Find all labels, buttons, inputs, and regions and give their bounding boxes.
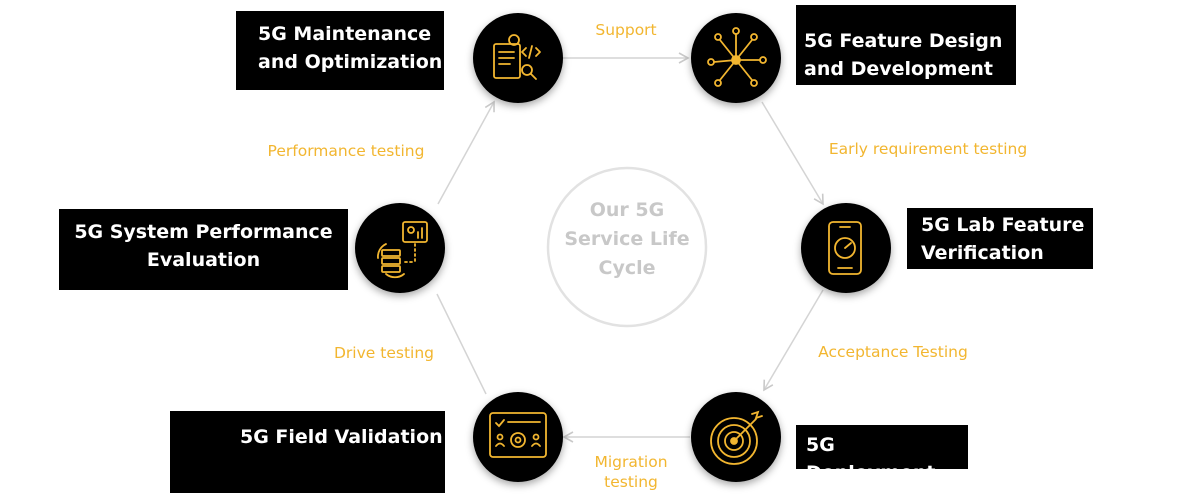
connector-acceptance (763, 289, 824, 392)
label-lab: 5G Lab Feature Verification (907, 208, 1093, 269)
smartphone-gauge-icon (828, 221, 862, 275)
label-design: 5G Feature Design and Development (796, 5, 1016, 85)
label-field: 5G Field Validation (170, 411, 445, 493)
node-field (473, 392, 563, 482)
server-chart-cycle-icon (377, 221, 428, 279)
network-hub-icon (707, 27, 767, 87)
edge-label-migration: Migration testing (594, 453, 668, 491)
node-lab (801, 203, 891, 293)
team-gear-board-icon (489, 412, 547, 458)
node-system (355, 203, 445, 293)
edge-label-support: Support (595, 21, 657, 39)
edge-label-performance: Performance testing (267, 142, 425, 160)
node-maintenance (473, 13, 563, 103)
node-design (691, 13, 781, 103)
code-document-gear-search-icon (493, 34, 541, 80)
label-deployment: 5G Deployment (796, 425, 968, 484)
target-arrow-icon (710, 410, 763, 465)
center-title: Our 5G Service Life Cycle (564, 199, 690, 279)
edge-label-early-requirement: Early requirement testing (828, 140, 1028, 158)
edge-label-drive: Drive testing (334, 344, 434, 362)
label-maintenance: 5G Maintenance and Optimization (236, 11, 444, 90)
connector-early-requirement (761, 101, 824, 206)
edge-label-acceptance: Acceptance Testing (818, 343, 968, 361)
center-ring (546, 166, 708, 328)
label-system: 5G System Performance Evaluation (59, 209, 348, 290)
connector-performance (437, 100, 495, 205)
node-deployment (691, 392, 781, 482)
connector-drive (436, 293, 487, 395)
